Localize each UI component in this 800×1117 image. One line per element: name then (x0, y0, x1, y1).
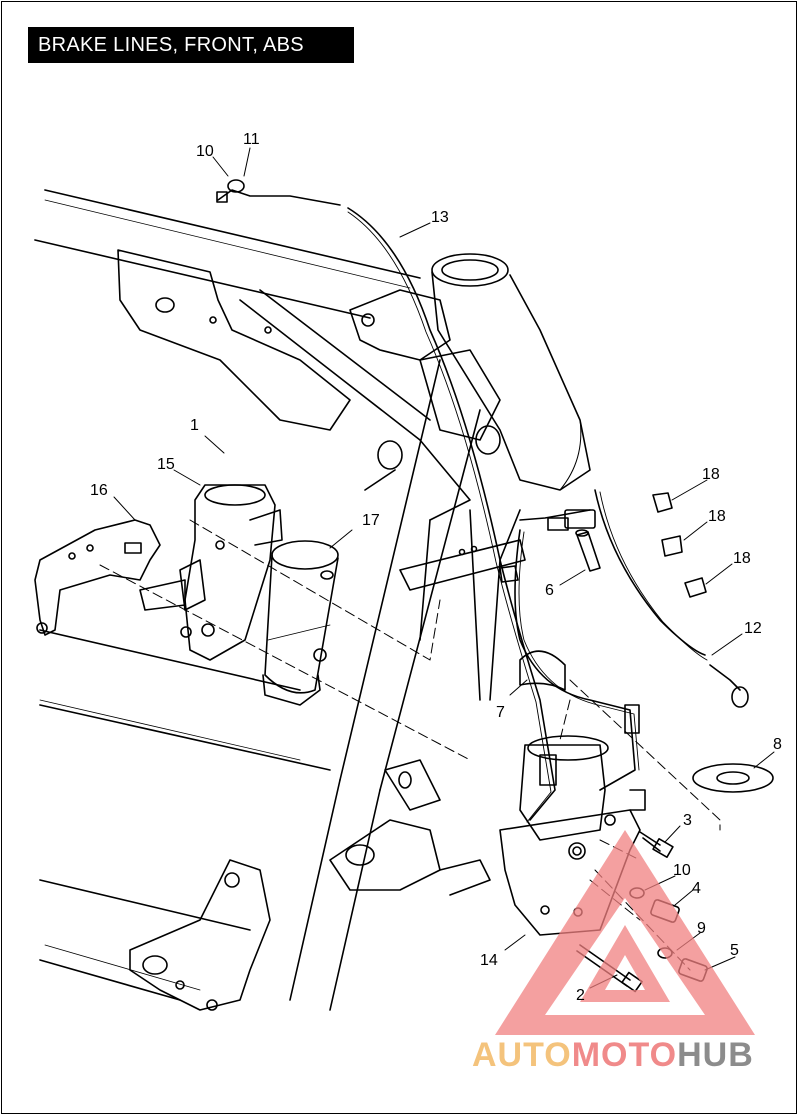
page-title: BRAKE LINES, FRONT, ABS (28, 27, 354, 63)
callout-4: 4 (692, 880, 701, 897)
frame-bracket-plate (117, 249, 351, 431)
watermark-moto: MOTO (571, 1036, 678, 1074)
frame-gusset (349, 289, 501, 470)
frame-right-tube (399, 509, 526, 701)
callout-3: 3 (683, 812, 692, 829)
callout-2: 2 (576, 987, 585, 1004)
watermark-logo (495, 830, 755, 1035)
brake-line-13 (216, 179, 556, 823)
fitting-18-b (661, 535, 683, 557)
callout-18-b: 18 (708, 508, 726, 525)
brake-line-12 (514, 489, 749, 791)
callout-11: 11 (243, 131, 260, 148)
washer-8 (692, 763, 774, 793)
steering-head (431, 253, 591, 491)
callout-6: 6 (545, 582, 554, 599)
callouts: 1 2 3 4 5 6 7 8 9 10 10 11 12 13 14 15 1… (90, 131, 782, 1004)
watermark-auto: AUTO (472, 1036, 572, 1074)
callout-18-c: 18 (733, 550, 751, 567)
callout-5: 5 (730, 942, 739, 959)
callout-13: 13 (431, 209, 449, 226)
bolt-6 (575, 529, 601, 572)
clip-7 (499, 565, 566, 691)
callout-9: 9 (697, 920, 706, 937)
callout-10-lower: 10 (673, 862, 691, 879)
callout-7: 7 (496, 704, 505, 721)
frame-upper-tube (34, 189, 421, 319)
callout-10-upper: 10 (196, 143, 214, 160)
callout-12: 12 (744, 620, 762, 637)
assembly-lines (99, 519, 721, 971)
callout-1: 1 (190, 417, 199, 434)
callout-8: 8 (773, 736, 782, 753)
watermark-hub: HUB (677, 1036, 754, 1074)
callout-17: 17 (362, 512, 380, 529)
callout-14: 14 (480, 952, 498, 969)
frame-diagonal-tube (239, 289, 431, 441)
fitting-18-a (652, 492, 673, 513)
callout-16: 16 (90, 482, 108, 499)
bracket-16 (34, 519, 161, 636)
callout-15: 15 (157, 456, 175, 473)
frame-lower-tubes (39, 629, 331, 1001)
frame-down-tube (289, 359, 481, 1011)
watermark-text: AUTOMOTOHUB (472, 1030, 792, 1080)
module-17 (262, 540, 339, 706)
fitting-18-c (684, 577, 707, 598)
bracket-15 (139, 484, 283, 661)
frame-front-casting (129, 859, 271, 1011)
screw-3 (639, 831, 674, 858)
callout-18-a: 18 (702, 466, 720, 483)
frame-lower-cradle (329, 759, 491, 896)
